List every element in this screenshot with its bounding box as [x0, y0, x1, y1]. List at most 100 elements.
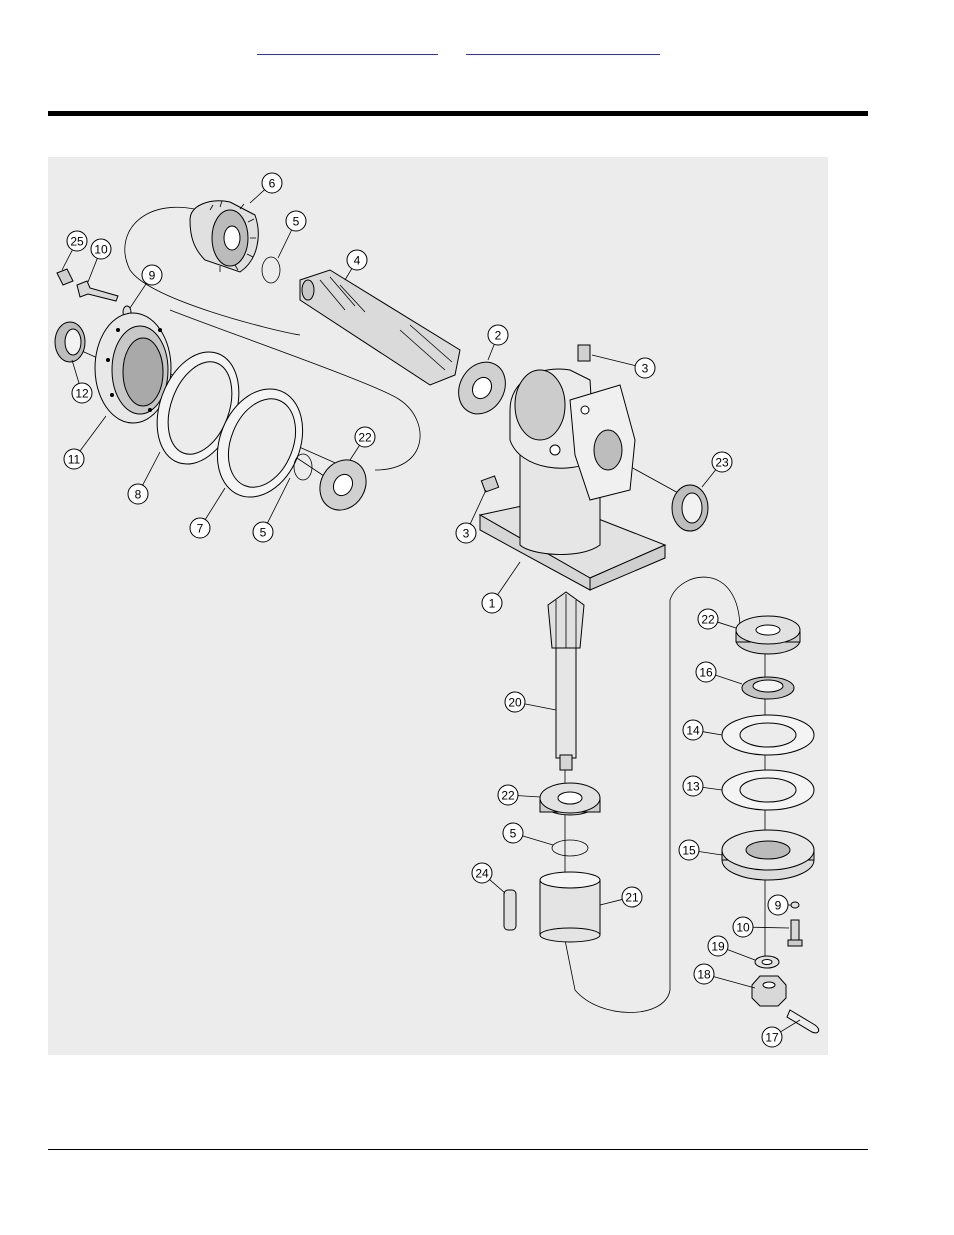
oil-seal-lower-part — [741, 676, 795, 700]
callout-circle — [678, 839, 700, 861]
pipe-plug-part-2 — [480, 475, 500, 493]
callout-number: 13 — [686, 780, 700, 794]
callout-1: 1 — [481, 561, 521, 614]
callout-10: 10 — [87, 238, 112, 283]
callout-leader-line — [497, 561, 521, 595]
callout-number: 21 — [625, 891, 639, 905]
callout-number: 24 — [475, 867, 489, 881]
callout-circle — [63, 448, 85, 470]
callout-circle — [504, 691, 526, 713]
callout-20: 20 — [504, 691, 557, 713]
cotter-pin-part — [786, 1009, 820, 1034]
callout-leader-line — [702, 731, 723, 736]
callouts-layer: 1233455567899101011121314151617181920212… — [61, 172, 801, 1048]
header-link-1[interactable] — [257, 36, 438, 55]
callout-leader-line — [129, 283, 147, 309]
callout-22: 22 — [697, 608, 737, 630]
callout-leader-line — [713, 976, 756, 989]
flange-housing-part — [94, 312, 172, 424]
callout-19: 19 — [707, 935, 756, 961]
callout-number: 23 — [715, 456, 729, 470]
bearing-right-part — [735, 615, 801, 655]
callout-number: 1 — [489, 597, 496, 611]
callout-number: 15 — [682, 844, 696, 858]
callout-leader-line — [715, 674, 743, 685]
callout-number: 9 — [149, 269, 156, 283]
callout-number: 9 — [775, 899, 782, 913]
callout-leader-line — [702, 786, 723, 791]
callout-circle — [711, 451, 733, 473]
callout-23: 23 — [701, 451, 733, 488]
callout-circle — [261, 172, 283, 194]
callout-8: 8 — [127, 451, 161, 505]
callout-21: 21 — [599, 886, 643, 908]
gasket-lower-part — [721, 714, 815, 756]
callout-number: 6 — [269, 177, 276, 191]
callout-leader-line — [71, 359, 80, 384]
top-rule — [48, 111, 868, 116]
callout-leader-line — [701, 469, 717, 488]
header-link-2[interactable] — [466, 36, 660, 55]
callout-leader-line — [277, 229, 292, 259]
callout-9: 9 — [129, 264, 163, 309]
callout-18: 18 — [693, 963, 756, 989]
callout-circle — [487, 324, 509, 346]
callout-leader-line — [489, 879, 506, 894]
snap-ring-part — [293, 453, 313, 481]
bearing-top-part — [458, 361, 506, 415]
callout-number: 14 — [686, 724, 700, 738]
callout-circle — [252, 521, 274, 543]
callout-leader-line — [344, 268, 353, 281]
oil-seal-right-part — [671, 484, 709, 532]
callout-leader-line — [752, 926, 790, 929]
callout-circle — [189, 517, 211, 539]
callout-13: 13 — [682, 775, 723, 797]
callout-circle — [707, 935, 729, 957]
callout-2: 2 — [487, 324, 509, 361]
callout-circle — [682, 719, 704, 741]
callout-16: 16 — [695, 661, 743, 685]
callout-number: 5 — [260, 526, 267, 540]
callout-circle — [761, 1026, 783, 1048]
callout-number: 22 — [501, 789, 515, 803]
bottom-rule — [48, 1149, 868, 1150]
callout-circle — [66, 230, 88, 252]
callout-6: 6 — [249, 172, 283, 204]
input-shaft-part — [299, 269, 461, 386]
key-part — [503, 889, 517, 931]
gasket-part-2 — [216, 388, 304, 498]
callout-leader-line — [349, 445, 360, 461]
callout-number: 16 — [699, 666, 713, 680]
callout-circle — [693, 963, 715, 985]
sleeve-part — [539, 871, 601, 943]
callout-number: 5 — [510, 827, 517, 841]
snap-ring-lower-part — [551, 839, 589, 857]
callout-5: 5 — [277, 210, 307, 259]
callout-circle — [695, 661, 717, 683]
pinion-shaft-part — [547, 591, 585, 771]
callout-leader-line — [591, 354, 636, 367]
callout-22: 22 — [349, 426, 376, 461]
callout-leader-line — [522, 835, 554, 846]
callout-circle — [497, 784, 519, 806]
callout-17: 17 — [761, 1019, 801, 1048]
callout-circle — [346, 249, 368, 271]
callout-number: 18 — [697, 968, 711, 982]
callout-number: 17 — [765, 1031, 779, 1045]
callout-number: 5 — [293, 215, 300, 229]
callout-circle — [682, 775, 704, 797]
bolt-lower-part — [787, 919, 803, 947]
callout-circle — [767, 894, 789, 916]
callout-circle — [354, 426, 376, 448]
callout-number: 25 — [70, 235, 84, 249]
callout-number: 8 — [135, 488, 142, 502]
callout-circle — [697, 608, 719, 630]
castle-nut-part — [751, 975, 787, 1007]
bearing-middle-part — [539, 782, 601, 816]
callout-leader-line — [517, 795, 541, 798]
callout-number: 7 — [197, 522, 204, 536]
callout-number: 22 — [358, 431, 372, 445]
callout-15: 15 — [678, 839, 723, 861]
callout-5: 5 — [252, 477, 291, 543]
